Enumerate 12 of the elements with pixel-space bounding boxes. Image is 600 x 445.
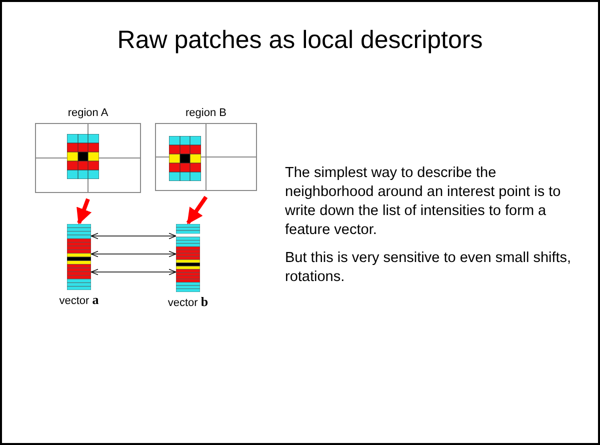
- region-label: region A: [68, 106, 108, 120]
- vector-caption: vector b: [168, 294, 208, 310]
- down-arrow: [76, 198, 92, 224]
- correspondence-arrow: [90, 232, 176, 240]
- body-paragraph: The simplest way to describe the neighborhood around an interest point is to write down the list of intensities to form a feature vector.: [285, 164, 562, 240]
- slide-title: Raw patches as local descriptors: [116, 26, 484, 55]
- region-label: region B: [186, 106, 226, 120]
- correspondence-arrow: [90, 268, 176, 276]
- correspondence-arrow: [90, 250, 176, 258]
- vector-caption: vector a: [59, 292, 99, 308]
- body-paragraph: But this is very sensitive to even small shifts, rotations.: [285, 249, 572, 287]
- down-arrow: [186, 196, 208, 224]
